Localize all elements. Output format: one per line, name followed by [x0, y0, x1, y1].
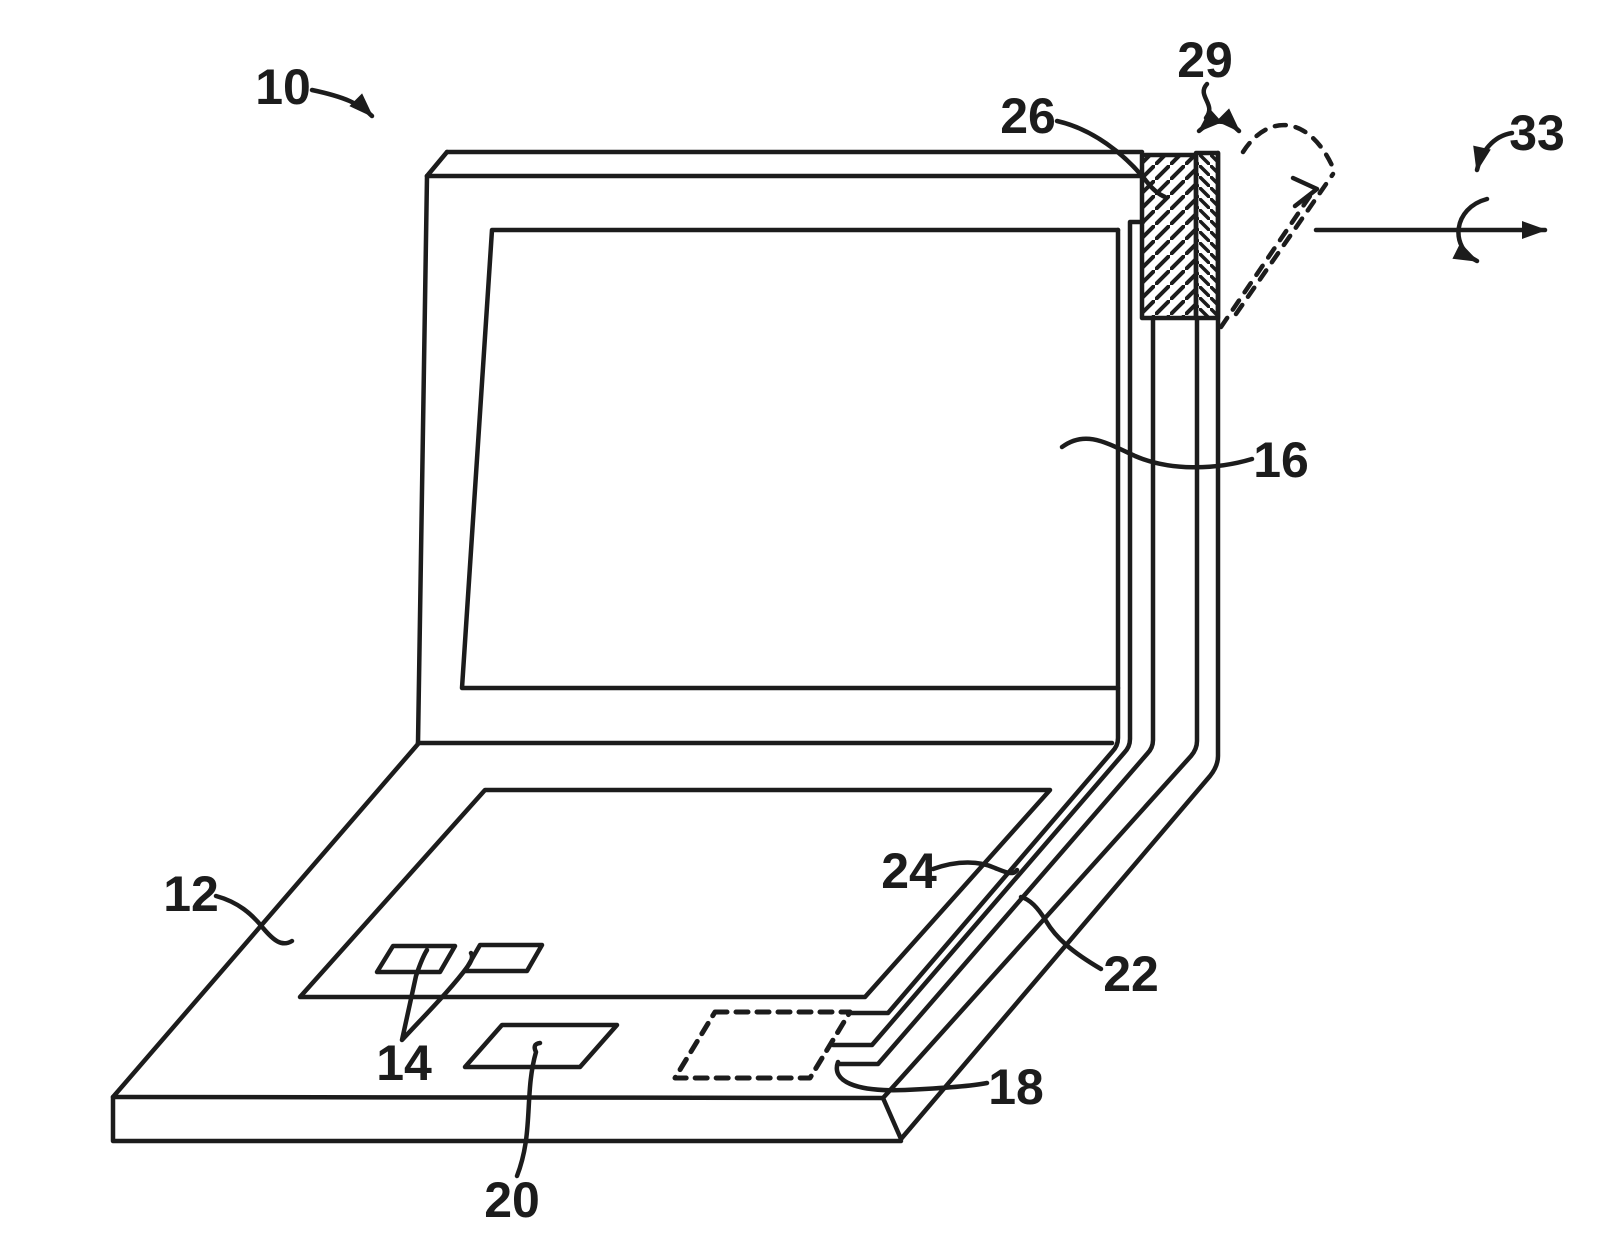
ref-18-leader	[834, 1059, 990, 1093]
ref-label-22: 22	[1103, 946, 1159, 1002]
sensor-block-side-face	[1193, 150, 1221, 321]
sensor-block	[1139, 150, 1221, 321]
ref-label-12: 12	[163, 866, 219, 922]
display-layer-line-3	[837, 315, 1156, 1067]
rotation-arc-arrowhead	[1290, 175, 1320, 209]
sensor-rotated-position	[1218, 122, 1337, 330]
ref-20-leader	[514, 1040, 543, 1179]
ref-33-leader	[1473, 130, 1515, 173]
ref-label-16: 16	[1253, 432, 1309, 488]
ref-26-leader	[1054, 118, 1168, 200]
ref-24-leader	[930, 860, 1020, 876]
button-20	[462, 1022, 620, 1070]
ref-label-33: 33	[1509, 105, 1565, 161]
base-housing	[110, 741, 1053, 1144]
display-layer-line-1	[847, 227, 1121, 1016]
axis-rotation-arrow	[1452, 196, 1490, 264]
ref-12-leader	[213, 893, 295, 946]
ref-label-14: 14	[376, 1035, 432, 1091]
display-housing	[415, 149, 1221, 1142]
button-14-left	[374, 943, 458, 975]
ref-label-26: 26	[1000, 88, 1056, 144]
ref-label-10: 10	[255, 59, 311, 115]
ref-label-18: 18	[988, 1059, 1044, 1115]
ref-14-leader	[399, 947, 475, 1043]
display-screen	[459, 227, 1121, 691]
base-right-top-edge	[880, 315, 1200, 1101]
rotated-block-edge-inner	[1218, 193, 1313, 330]
rotation-arc	[1240, 122, 1337, 173]
ref-22-leader	[1018, 894, 1104, 972]
ref-label-29: 29	[1177, 32, 1233, 88]
ref-16-leader	[1059, 436, 1255, 470]
ref-10-arrow	[309, 87, 375, 119]
pivot-double-arrow	[1196, 108, 1242, 134]
leader-lines	[213, 87, 1255, 1179]
ref-label-20: 20	[484, 1172, 540, 1228]
base-right-bottom-edge	[898, 150, 1221, 1142]
base-front-face	[110, 1094, 904, 1144]
rotation-axis-group	[1313, 130, 1548, 264]
lid-left-edge	[415, 173, 430, 746]
sensor-block-front-face	[1139, 152, 1199, 321]
touch-zone-dashed	[672, 1009, 853, 1081]
reference-labels: 10 12 14 16 18 20 22 24 26 29 33	[163, 32, 1565, 1228]
keyboard-area	[297, 787, 1053, 1000]
lid-corner-bevel	[424, 149, 450, 179]
ref-label-24: 24	[881, 843, 937, 899]
rotated-block-edge-outer	[1233, 171, 1336, 317]
dashed-arrowhead	[1290, 175, 1320, 209]
